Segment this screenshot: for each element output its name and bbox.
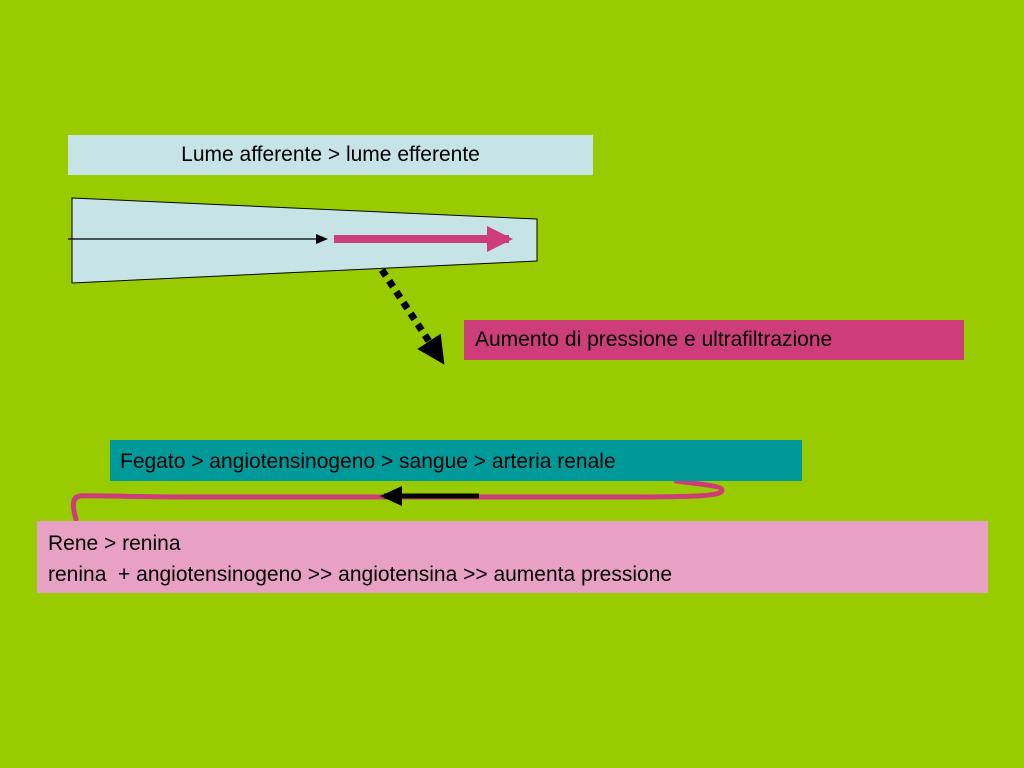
loop-connector-line [70,478,725,522]
kidney-renin-line-2: renina + angiotensinogeno >> angiotensin… [48,563,673,586]
kidney-renin-line-1: Rene > renina [48,532,181,555]
liver-pathway-box: Fegato > angiotensinogeno > sangue > art… [110,440,802,481]
lume-label-box: Lume afferente > lume efferente [68,135,593,175]
pressure-label-box: Aumento di pressione e ultrafiltrazione [464,320,964,360]
pressure-label-text: Aumento di pressione e ultrafiltrazione [475,328,833,351]
liver-pathway-text: Fegato > angiotensinogeno > sangue > art… [120,450,616,473]
lume-label-text: Lume afferente > lume efferente [181,143,480,166]
kidney-renin-box: Rene > renina renina + angiotensinogeno … [37,521,988,593]
dotted-arrow-icon [379,268,445,365]
vessel-shape [71,197,538,284]
